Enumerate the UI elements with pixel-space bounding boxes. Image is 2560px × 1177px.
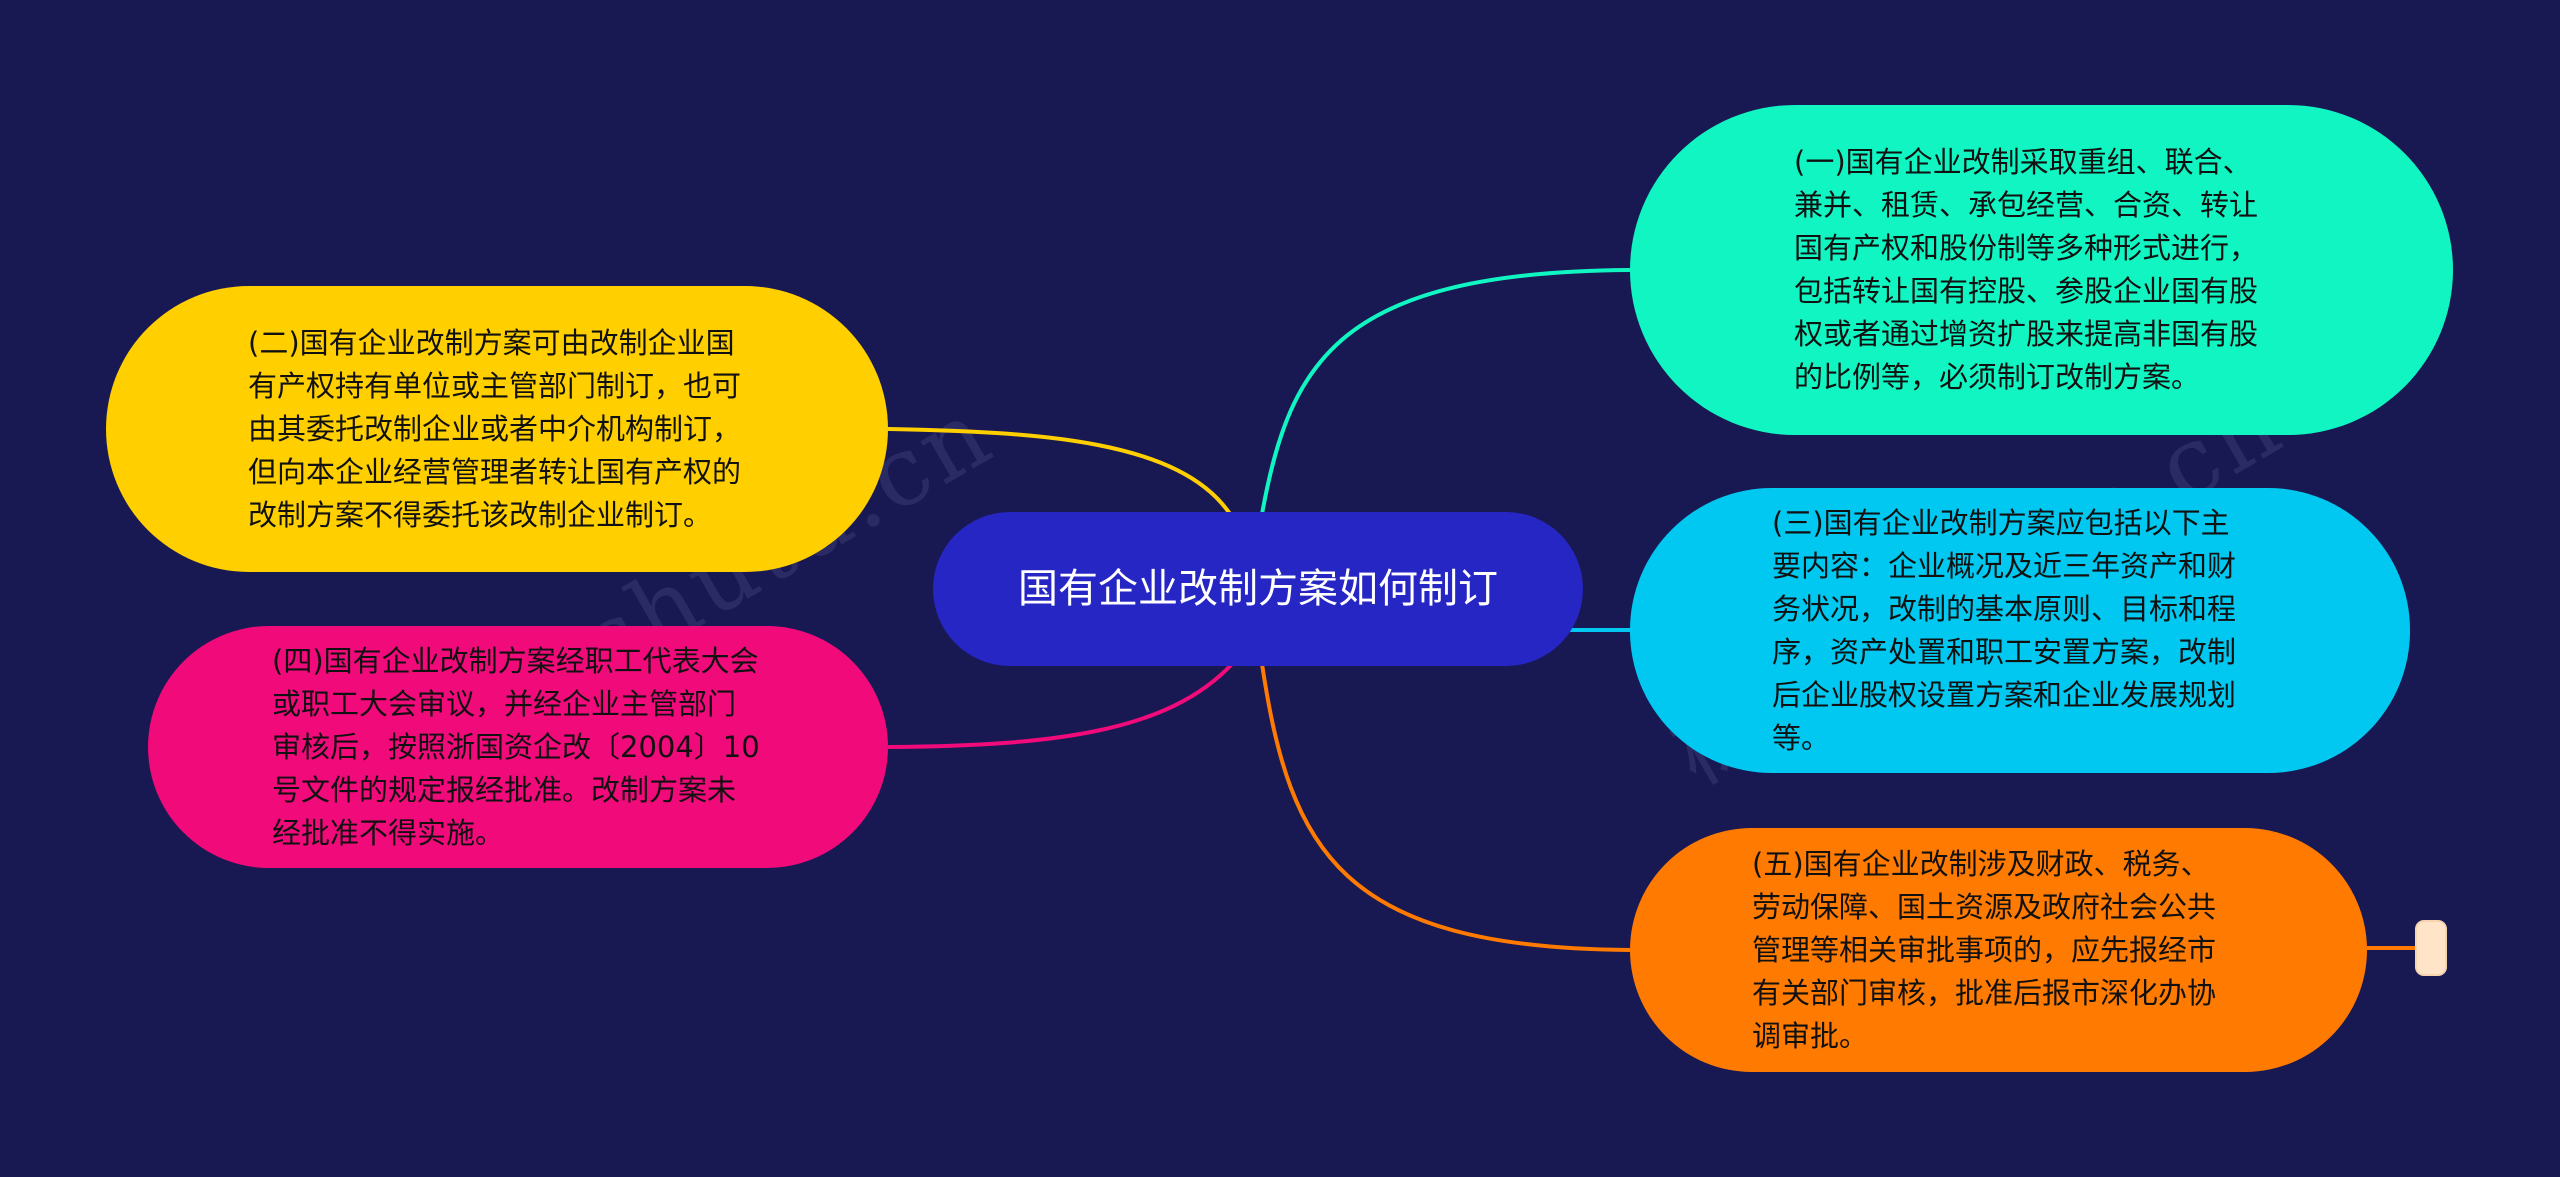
- branch-node-1[interactable]: (一)国有企业改制采取重组、联合、兼并、租赁、承包经营、合资、转让国有产权和股份…: [1630, 105, 2453, 435]
- collapse-toggle-button[interactable]: [2415, 920, 2447, 976]
- connector-to-node-2: [887, 427, 1232, 516]
- branch-node-5[interactable]: (五)国有企业改制涉及财政、税务、劳动保障、国土资源及政府社会公共管理等相关审批…: [1630, 828, 2367, 1072]
- branch-node-3[interactable]: (三)国有企业改制方案应包括以下主要内容：企业概况及近三年资产和财务状况，改制的…: [1630, 488, 2410, 773]
- branch-node-1-text: (一)国有企业改制采取重组、联合、兼并、租赁、承包经营、合资、转让国有产权和股份…: [1794, 145, 2259, 394]
- connector-to-node-4: [887, 662, 1234, 749]
- branch-node-5-text: (五)国有企业改制涉及财政、税务、劳动保障、国土资源及政府社会公共管理等相关审批…: [1752, 846, 2217, 1053]
- branch-node-3-text: (三)国有企业改制方案应包括以下主要内容：企业概况及近三年资产和财务状况，改制的…: [1772, 505, 2237, 755]
- connector-to-node-1: [1260, 268, 1631, 515]
- branch-node-4-text: (四)国有企业改制方案经职工代表大会或职工大会审议，并经企业主管部门审核后，按照…: [272, 643, 760, 850]
- branch-node-2[interactable]: (二)国有企业改制方案可由改制企业国有产权持有单位或主管部门制订，也可由其委托改…: [106, 286, 888, 572]
- central-topic[interactable]: 国有企业改制方案如何制订: [933, 512, 1583, 666]
- branch-node-2-text: (二)国有企业改制方案可由改制企业国有产权持有单位或主管部门制订，也可由其委托改…: [248, 325, 742, 532]
- connector-to-node-5: [1260, 663, 1631, 952]
- branch-node-4[interactable]: (四)国有企业改制方案经职工代表大会或职工大会审议，并经企业主管部门审核后，按照…: [148, 626, 888, 868]
- central-topic-label: 国有企业改制方案如何制订: [1018, 566, 1498, 612]
